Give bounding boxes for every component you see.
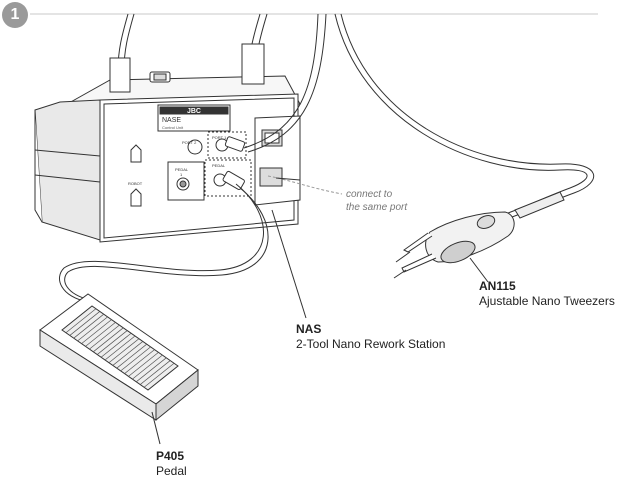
pedal-ridge-line bbox=[81, 319, 112, 344]
brand-logo: JBC bbox=[187, 108, 201, 115]
pedal-ridge-line bbox=[73, 313, 104, 339]
pedal-ridge-line bbox=[104, 335, 136, 361]
label-an115: AN115 Ajustable Nano Tweezers bbox=[479, 279, 615, 309]
label-nas: NAS 2-Tool Nano Rework Station bbox=[296, 322, 445, 352]
label-p405-desc: Pedal bbox=[156, 464, 187, 478]
label-p405-code: P405 bbox=[156, 449, 185, 463]
pedal-ridge-line bbox=[132, 354, 163, 380]
pedal-ridge-line bbox=[136, 357, 167, 383]
label-an115-desc: Ajustable Nano Tweezers bbox=[479, 294, 615, 308]
label-an115-code: AN115 bbox=[479, 279, 516, 293]
label-p405: P405 Pedal bbox=[156, 449, 187, 479]
port2-label: PORT 2 bbox=[182, 140, 197, 145]
pedal-cable bbox=[59, 183, 265, 303]
pedal-ridge-line bbox=[69, 311, 101, 336]
pedal-ridge-line bbox=[124, 349, 155, 374]
pedal-ridge-line bbox=[96, 330, 128, 355]
step-number-badge: 1 bbox=[2, 2, 28, 28]
an115-leader bbox=[469, 257, 489, 283]
pedal-ridge-line bbox=[112, 341, 144, 366]
pedal-ridge-line bbox=[139, 360, 171, 385]
connect-solid-line bbox=[275, 177, 301, 181]
pedal-ridge-line bbox=[100, 332, 132, 358]
label-nas-code: NAS bbox=[296, 322, 322, 336]
model-label: NASE bbox=[162, 117, 181, 124]
pedal-ridge-line bbox=[93, 327, 124, 353]
port1-label: PORT 1 bbox=[212, 135, 227, 140]
pedal-plug bbox=[222, 170, 245, 190]
pedal-port-number: 1 bbox=[180, 172, 183, 177]
pedal-ridge-line bbox=[85, 322, 116, 347]
pedal-label-right: PEDAL bbox=[212, 163, 226, 168]
p405-pedal bbox=[39, 293, 199, 422]
port1-plug bbox=[224, 136, 246, 152]
connect-dashed-line bbox=[267, 175, 343, 195]
pedal-ridge-line bbox=[120, 346, 151, 372]
p405-leader bbox=[151, 411, 161, 445]
pedal-ridge-line bbox=[143, 362, 175, 388]
pedal-ridge-line bbox=[89, 324, 120, 350]
nas-station bbox=[34, 43, 301, 243]
pedal-ridge-line bbox=[108, 338, 140, 364]
pedal-ridges bbox=[65, 308, 175, 388]
connect-note-line1: connect to bbox=[346, 189, 393, 200]
pedal-cable-inner bbox=[64, 187, 269, 301]
pedal-label-left: PEDAL bbox=[175, 167, 189, 172]
model-sublabel: Control Unit bbox=[162, 125, 184, 130]
robot-label: ROBOT bbox=[128, 181, 143, 186]
pedal-ridge-line bbox=[65, 308, 97, 334]
pedal-ridge-line bbox=[128, 352, 159, 377]
connect-note: connect to the same port bbox=[346, 188, 407, 214]
an115-tweezers bbox=[393, 191, 565, 279]
pedal-ridge-line bbox=[77, 316, 108, 342]
pedal-ridge-line bbox=[116, 343, 147, 369]
connect-note-line2: the same port bbox=[346, 202, 408, 213]
label-nas-desc: 2-Tool Nano Rework Station bbox=[296, 337, 446, 351]
nas-leader bbox=[271, 209, 307, 319]
